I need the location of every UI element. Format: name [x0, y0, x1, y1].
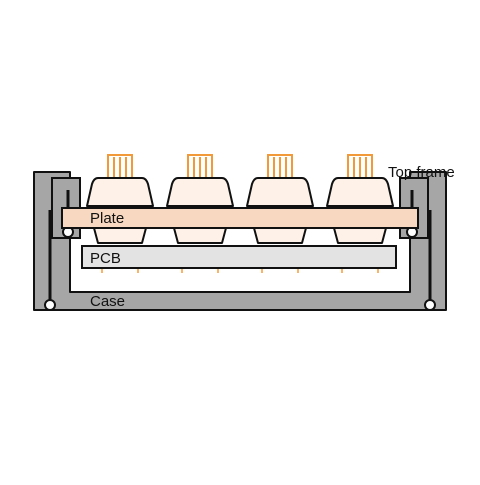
pcb-pins-group — [101, 269, 379, 273]
plate-label: Plate — [90, 210, 124, 227]
key-2 — [166, 154, 234, 207]
case-label: Case — [90, 293, 125, 310]
key-3 — [246, 154, 314, 207]
key-4-housing — [333, 227, 387, 244]
top-frame-label: Top frame — [388, 164, 455, 181]
key-1-keycap — [86, 177, 154, 207]
plate — [61, 207, 419, 229]
screw-left-outer — [44, 210, 56, 311]
key-1-housing — [93, 227, 147, 244]
screw-right-outer — [424, 210, 436, 311]
switch-housings-group — [93, 227, 387, 244]
key-2-housing — [173, 227, 227, 244]
keys-group — [86, 154, 394, 207]
pcb-label: PCB — [90, 250, 121, 267]
key-4-keycap — [326, 177, 394, 207]
pcb — [81, 245, 397, 269]
key-3-keycap — [246, 177, 314, 207]
key-3-housing — [253, 227, 307, 244]
key-2-keycap — [166, 177, 234, 207]
key-4 — [326, 154, 394, 207]
key-1 — [86, 154, 154, 207]
